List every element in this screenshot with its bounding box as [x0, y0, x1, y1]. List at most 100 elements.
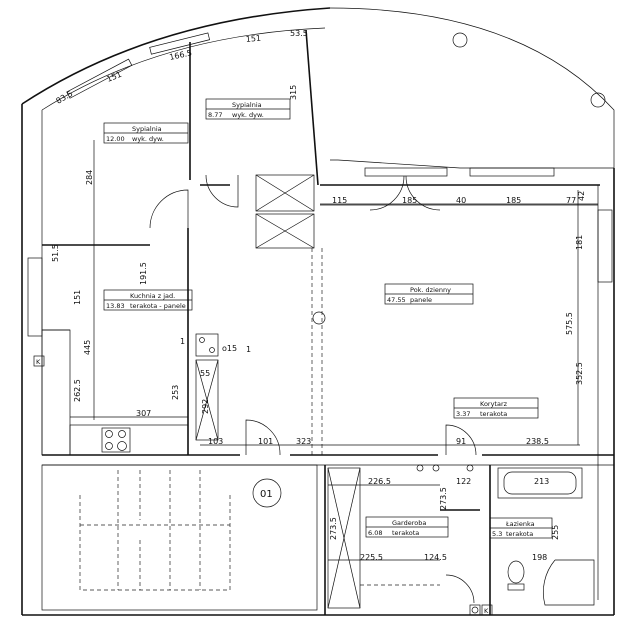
shaft-2: [255, 213, 315, 249]
dim-284: 284: [85, 170, 94, 185]
kitchen-name: Kuchnia z jad.: [130, 292, 175, 300]
dim-115: 115: [332, 196, 347, 205]
dim-292: 292: [201, 399, 210, 414]
bedroom1-name: Sypialnia: [132, 125, 162, 133]
kitchen-area: 13.83: [106, 302, 125, 310]
marker-box-2: [469, 604, 481, 616]
dim-262-5: 262.5: [73, 379, 82, 402]
dim-40: 40: [456, 196, 466, 205]
dim-445: 445: [83, 340, 92, 355]
toilet: [507, 560, 525, 584]
corridor-area: 3.37: [456, 410, 470, 418]
dim-53-5: 53.5: [290, 29, 308, 38]
wardrobe-name: Garderoba: [392, 519, 426, 527]
balcony-drain-2: [590, 92, 606, 108]
dim-273-5-a: 273.5: [439, 487, 448, 510]
chimney-x2: [195, 359, 219, 441]
door-swing-bedroom1: [149, 189, 189, 229]
dim-225-5: 225.5: [360, 553, 383, 562]
dim-91: 91: [456, 437, 466, 446]
dim-198: 198: [532, 553, 547, 562]
marker-k-2: K: [484, 607, 489, 615]
chimney-column: [195, 359, 219, 441]
wardrobe-door-swing: [445, 574, 475, 604]
dim-315: 315: [289, 85, 298, 100]
burner-3: [105, 442, 113, 450]
stair-dashed-flight: [79, 470, 231, 591]
dim-352-5: 352.5: [575, 362, 584, 385]
bathtub-inner: [503, 471, 577, 495]
shower-tray: [543, 559, 595, 606]
pipe-3: [466, 464, 474, 472]
burner-2: [118, 430, 126, 438]
dim-124-5: 124.5: [424, 553, 447, 562]
window-arc-2: [149, 32, 211, 55]
door-swing-corridor: [245, 419, 281, 456]
window-north-1: [364, 167, 448, 177]
dim-185-a: 185: [402, 196, 417, 205]
marker-box-1: [33, 355, 45, 367]
bathroom-name: Łazienka: [505, 520, 535, 528]
dim-103: 103: [208, 437, 223, 446]
bedroom2-east-wall: [305, 29, 319, 186]
pipe-2: [432, 464, 440, 472]
dim-273-5-b: 273.5: [329, 517, 338, 540]
level-marker: [252, 478, 282, 508]
wardrobe-finish: terakota: [392, 529, 419, 537]
level-marker-text: 01: [260, 489, 273, 500]
bathroom-finish: terakota: [506, 530, 533, 538]
window-north-2: [469, 167, 555, 177]
kitchen-counter-west: [41, 329, 71, 456]
dim-213: 213: [534, 477, 549, 486]
dim-151-arc-2: 151: [245, 34, 261, 44]
bedroom2-finish: wyk. dyw.: [232, 111, 264, 119]
dim-323: 323: [296, 437, 311, 446]
bathtub: [497, 467, 583, 499]
dim-185-b: 185: [506, 196, 521, 205]
marker-k-1: K: [36, 358, 41, 366]
dim-51-5: 51.5: [51, 244, 60, 262]
bedroom1-finish: wyk. dyw.: [132, 135, 164, 143]
door-swing-bath: [445, 424, 477, 456]
toilet-tank: [507, 583, 525, 591]
window-west: [27, 257, 43, 337]
boiler-dot-1: [199, 337, 205, 343]
dim-307: 307: [136, 409, 151, 418]
stove: [101, 427, 131, 453]
dim-181: 181: [575, 235, 584, 250]
dim-151: 151: [73, 290, 82, 305]
window-arc-1: [66, 58, 133, 99]
bathroom-area: 5.3: [492, 530, 502, 538]
pipe-1: [416, 464, 424, 472]
marker-o15: o15: [222, 344, 237, 353]
dim-83-5: 83.5: [55, 89, 75, 106]
living-name: Pok. dzienny: [410, 286, 451, 294]
wardrobe-closet: [327, 467, 361, 609]
shaft-2-x2: [255, 213, 315, 249]
dim-575-5: 575.5: [565, 312, 574, 335]
living-area: 47.55: [387, 296, 406, 304]
boiler: [195, 333, 219, 357]
stair-room: [41, 464, 318, 611]
column: [312, 311, 326, 325]
marker-box-3: [481, 604, 493, 616]
boiler-dot-2: [209, 347, 215, 353]
curved-facade-wall: [21, 7, 331, 105]
shaft-1: [255, 174, 315, 212]
balcony-outline: [329, 7, 615, 169]
wardrobe-area: 6.08: [368, 529, 382, 537]
wardrobe-closet-x2: [327, 467, 361, 609]
curved-facade-inner: [41, 27, 326, 111]
living-finish: panele: [410, 296, 432, 304]
marker-1-a: 1: [180, 337, 185, 346]
balcony-drain: [452, 32, 468, 48]
dim-55: 55: [200, 369, 210, 378]
corridor-name: Korytarz: [480, 400, 508, 408]
bedroom2-area: 8.77: [208, 111, 222, 119]
dim-255: 255: [551, 525, 560, 540]
kitchen-counter-south: [69, 424, 189, 456]
dim-77: 77: [566, 196, 576, 205]
dim-226-5: 226.5: [368, 477, 391, 486]
dim-42: 42: [577, 191, 586, 201]
